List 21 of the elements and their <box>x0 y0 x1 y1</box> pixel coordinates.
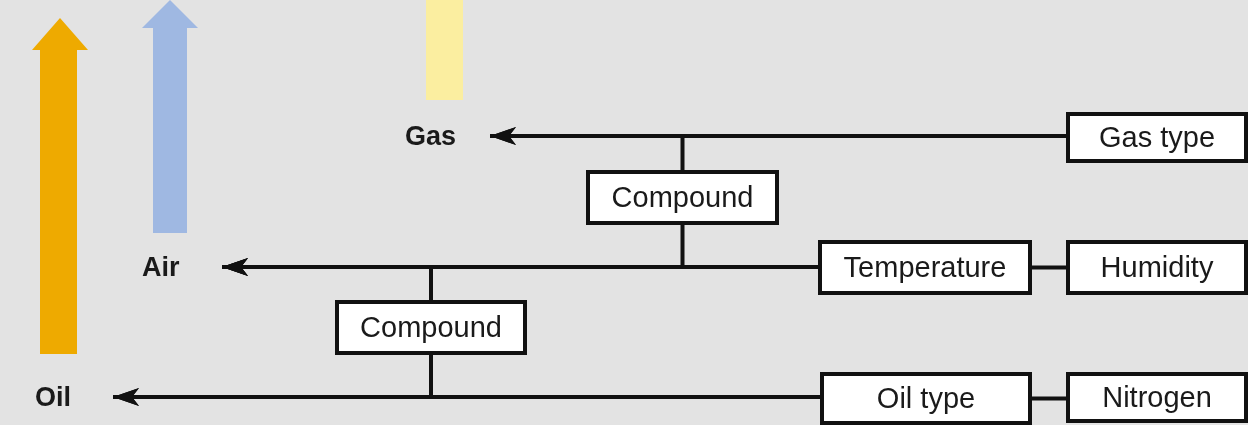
process-box <box>1066 372 1248 423</box>
output-label: Oil <box>35 381 71 413</box>
box-label: Temperature <box>843 251 1007 284</box>
box-label: Compound <box>360 311 502 344</box>
output-label: Gas <box>405 120 457 152</box>
connector-line <box>1032 265 1066 270</box>
box-label: Humidity <box>1100 251 1214 284</box>
process-box <box>1066 112 1248 163</box>
arrow <box>222 258 433 300</box>
box-label: Gas type <box>1098 121 1216 154</box>
process-box <box>1066 240 1248 295</box>
process-box <box>820 372 1032 425</box>
process-box <box>818 240 1032 295</box>
process-box <box>335 300 527 355</box>
box-label: Compound <box>611 181 754 214</box>
process-box <box>586 170 779 225</box>
arrow <box>490 127 685 170</box>
output-label: Air <box>142 251 180 283</box>
box-label: Oil type <box>876 382 976 415</box>
connector-line <box>1032 396 1066 401</box>
box-label: Nitrogen <box>1102 381 1212 414</box>
